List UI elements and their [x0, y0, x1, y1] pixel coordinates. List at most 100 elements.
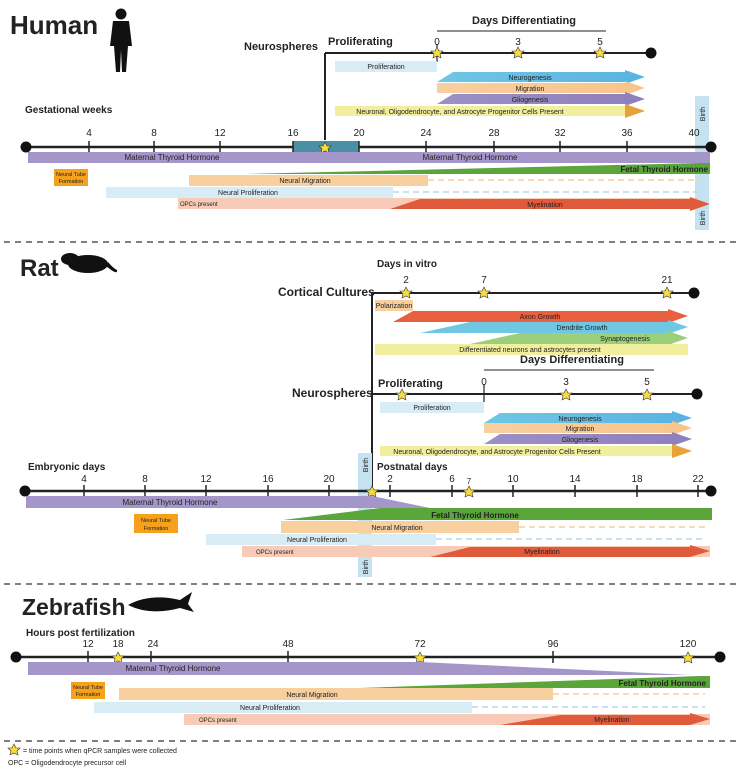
- bar-label: OPCs present: [199, 718, 237, 724]
- tick-label: 2: [387, 474, 393, 485]
- human-day-tick-label: 3: [515, 37, 521, 48]
- zebrafish-silhouette-icon: [128, 592, 194, 612]
- sample-star-icon: [7, 743, 21, 756]
- bar-label: Neural Migration: [286, 692, 337, 699]
- human-axis-label: Gestational weeks: [25, 105, 113, 116]
- tick-label: 48: [282, 639, 294, 650]
- hormone-label: Maternal Thyroid Hormone: [125, 664, 221, 673]
- sample-star-icon: [559, 388, 573, 401]
- human-proliferating-label: Proliferating: [328, 36, 393, 48]
- sample-star-icon: [640, 388, 654, 401]
- human-days-label: Days Differentiating: [472, 15, 576, 27]
- legend-star-note: = time points when qPCR samples were col…: [23, 748, 177, 755]
- tick-label: 36: [621, 128, 633, 139]
- rat-proliferating-label: Proliferating: [378, 378, 443, 390]
- rat-fetal-hormone-bar: [283, 508, 712, 520]
- rat-maternal-hormone-bar: [26, 496, 430, 508]
- bar-label: Gliogenesis: [562, 437, 599, 444]
- legend-opc-note: OPC = Oligodendrocyte precursor cell: [8, 760, 127, 767]
- sample-star-icon: [395, 388, 409, 401]
- rat-gliogenesis-arrow: [484, 432, 692, 446]
- tick-label: 12: [214, 128, 226, 139]
- rat-silhouette-icon: [61, 253, 118, 273]
- tick-label: 14: [569, 474, 581, 485]
- tick-label: 96: [547, 639, 559, 650]
- tick-label: 4: [81, 474, 87, 485]
- human-title: Human: [10, 10, 98, 40]
- tick-label: 28: [488, 128, 500, 139]
- tick-label: 24: [420, 128, 432, 139]
- tick-label: 18: [631, 474, 643, 485]
- rat-dendrite-growth-arrow: [420, 320, 688, 334]
- bar-label: Polarization: [376, 303, 413, 310]
- sample-star-icon: [111, 651, 125, 664]
- human-neurospheres-label: Neurospheres: [244, 41, 318, 53]
- sample-star-icon: [399, 286, 413, 299]
- tick-label: 12: [200, 474, 212, 485]
- human-ticks: [88, 141, 628, 153]
- birth-label: Birth: [363, 560, 370, 575]
- human-fetal-hormone-bar: [245, 163, 710, 174]
- rat-neurospheres-label: Neurospheres: [292, 386, 373, 400]
- zebrafish-neural-migration-bar: [119, 688, 553, 700]
- tick-label: 40: [688, 128, 700, 139]
- bar-label: Neural Proliferation: [287, 537, 347, 544]
- human-neural-migration-bar: [189, 175, 428, 186]
- bar-label: Synaptogenesis: [600, 336, 650, 343]
- zebrafish-title: Zebrafish: [22, 594, 126, 620]
- rat-progenitor-arrow: [380, 444, 692, 458]
- human-silhouette-icon: [110, 8, 132, 72]
- hormone-label: Maternal Thyroid Hormone: [124, 153, 220, 162]
- human-culture-end-dot: [645, 47, 657, 59]
- zebrafish-ticks: [87, 651, 554, 663]
- tick-label: 4: [86, 128, 92, 139]
- bar-label: Neuronal, Oligodendrocyte, and Astrocyte…: [393, 449, 600, 456]
- rat-neural-migration-bar: [281, 521, 519, 533]
- bar-label: Neurogenesis: [508, 75, 552, 82]
- bar-label: Axon Growth: [520, 314, 561, 321]
- rat-cortical-label: Cortical Cultures: [278, 285, 375, 299]
- tick-label: 22: [692, 474, 704, 485]
- rat-section: Rat Days in vitro Cortical Cultures 2 7 …: [19, 253, 717, 577]
- rat-proliferation-bar: [380, 402, 484, 413]
- zebrafish-fetal-hormone-bar: [360, 676, 710, 688]
- human-myelination-arrow: [390, 197, 710, 211]
- sample-star-icon: [430, 46, 444, 59]
- hormone-label: Maternal Thyroid Hormone: [122, 498, 218, 507]
- tick-label: 8: [142, 474, 148, 485]
- bar-label: OPCs present: [180, 202, 218, 208]
- human-neurogenesis-arrow: [437, 70, 645, 84]
- bar-label: Proliferation: [413, 405, 450, 412]
- bar-label: Neuronal, Oligodendrocyte, and Astrocyte…: [356, 109, 563, 116]
- bar-label: Neural Migration: [279, 178, 330, 185]
- bar-label: Neural Proliferation: [240, 705, 300, 712]
- neural-tube-label: Neural Tube: [56, 172, 86, 178]
- hormone-label: Fetal Thyroid Hormone: [431, 511, 519, 520]
- bar-label: OPCs present: [256, 550, 294, 556]
- rat-polarization-bar: [375, 300, 413, 311]
- tick-label: 7: [481, 275, 487, 286]
- rat-myelination-arrow: [430, 545, 710, 557]
- tick-label: 18: [112, 639, 124, 650]
- tick-label: 6: [449, 474, 455, 485]
- human-progenitor-arrow: [335, 104, 645, 118]
- tick-label: 10: [507, 474, 519, 485]
- tick-label: 3: [563, 377, 569, 388]
- rat-div-label: Days in vitro: [377, 259, 437, 270]
- human-migration-arrow: [437, 81, 645, 95]
- sample-star-icon: [462, 485, 476, 498]
- bar-label: Myelination: [527, 202, 563, 209]
- neural-tube-label: Formation: [144, 526, 169, 532]
- hormone-label: Fetal Thyroid Hormone: [618, 679, 706, 688]
- rat-neural-tube-box: [134, 514, 178, 533]
- zebrafish-neural-proliferation-bar: [94, 702, 472, 713]
- zebrafish-axis-label: Hours post fertilization: [26, 628, 135, 639]
- bar-label: Myelination: [594, 717, 630, 724]
- bar-label: Neural Proliferation: [218, 190, 278, 197]
- sample-star-icon: [681, 651, 695, 664]
- hormone-label: Fetal Thyroid Hormone: [620, 165, 708, 174]
- tick-label: 5: [644, 377, 650, 388]
- tick-label: 0: [481, 377, 487, 388]
- rat-differentiated-bar: [375, 344, 688, 355]
- sample-star-icon: [365, 485, 379, 498]
